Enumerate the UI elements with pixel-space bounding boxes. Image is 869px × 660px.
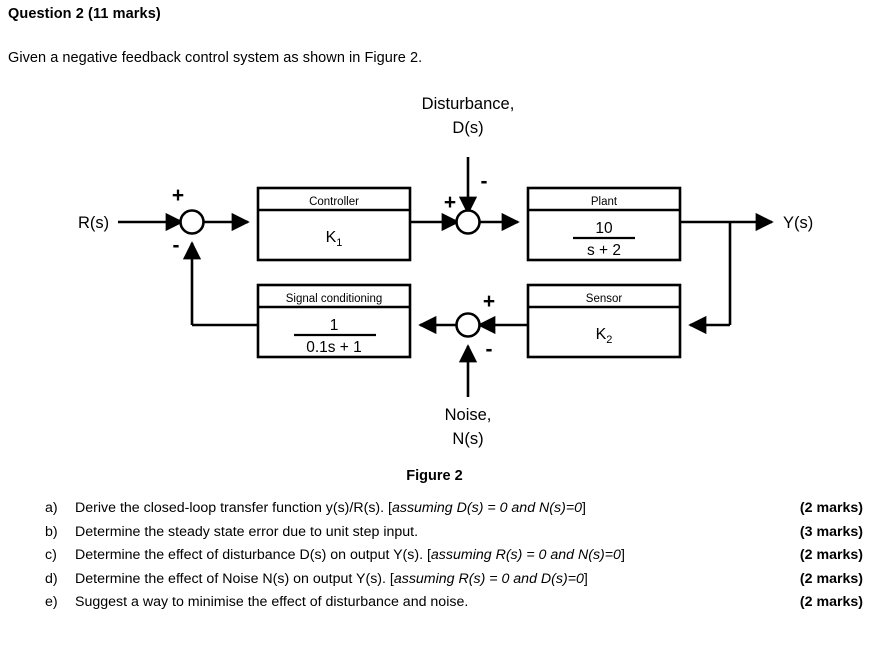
question-text-after: ] [582,500,586,516]
question-marker: a) [45,500,58,516]
block-sensor-body: K2 [596,326,613,346]
question-text: Suggest a way to minimise the effect of … [75,594,468,610]
question-item: c) Determine the effect of disturbance D… [0,547,869,571]
summing-junction-disturbance: + - [444,170,488,235]
block-sensor: Sensor K2 [526,283,682,359]
question-text-after: ] [583,570,588,587]
question-text-italic: assuming R(s) = 0 and D(s)=0 [393,570,584,587]
block-signal-conditioning: Signal conditioning 1 0.1s + 1 [256,283,412,359]
question-item: d) Determine the effect of Noise N(s) on… [0,571,869,595]
block-controller: Controller K1 [256,186,412,262]
summing-junction-noise: + - [455,290,495,361]
question-list: a) Derive the closed-loop transfer funct… [0,500,869,618]
intro-paragraph: Given a negative feedback control system… [8,50,423,66]
sign-disturbance-plus: + [444,191,456,214]
sign-disturbance-minus: - [481,170,488,193]
sign-error-plus: + [172,184,184,207]
label-disturbance-line1: Disturbance, [422,95,515,113]
figure-caption: Figure 2 [406,468,463,484]
question-text-before: Suggest a way to minimise the effect of … [75,594,469,610]
question-text: Derive the closed-loop transfer function… [75,500,586,516]
block-plant-title: Plant [591,196,618,208]
question-marks: (2 marks) [799,570,863,587]
question-marks: (2 marks) [799,594,863,610]
summing-junction-error: + - [172,184,205,257]
block-plant: Plant 10 s + 2 [526,186,682,262]
question-text-before: Determine the steady state error due to … [75,523,419,540]
question-text-before: Determine the effect of disturbance D(s)… [75,547,431,563]
question-text-italic: assuming R(s) = 0 and N(s)=0 [430,547,621,563]
label-noise-line2: N(s) [452,430,483,448]
question-marker: d) [45,570,58,587]
question-marker: e) [45,594,58,610]
block-diagram: Controller K1 Plant 10 s + 2 Signal cond… [0,85,869,460]
question-marker: c) [45,547,57,563]
block-signal-conditioning-title: Signal conditioning [286,293,383,305]
question-text-after: ] [620,547,625,563]
question-text-before: Derive the closed-loop transfer function… [75,500,392,516]
label-output-ys: Y(s) [783,214,813,232]
page-title: Question 2 (11 marks) [8,6,161,22]
label-input-rs: R(s) [78,214,109,232]
block-signal-conditioning-numerator: 1 [330,317,339,334]
block-controller-title: Controller [309,196,359,208]
sign-noise-plus: + [483,290,495,313]
label-disturbance-line2: D(s) [452,119,483,137]
question-item: a) Derive the closed-loop transfer funct… [0,500,869,524]
question-text: Determine the effect of Noise N(s) on ou… [75,571,588,587]
block-signal-conditioning-denominator: 0.1s + 1 [306,339,362,356]
question-text: Determine the effect of disturbance D(s)… [75,547,625,563]
question-marks: (3 marks) [799,523,863,540]
sign-noise-minus: - [486,338,493,361]
question-item: e) Suggest a way to minimise the effect … [0,594,869,618]
question-marks: (2 marks) [799,547,863,563]
question-item: b) Determine the steady state error due … [0,524,869,548]
label-noise-line1: Noise, [445,406,492,424]
block-plant-numerator: 10 [595,220,613,237]
question-text: Determine the steady state error due to … [75,524,418,540]
question-text-before: Determine the effect of Noise N(s) on ou… [75,570,394,587]
sign-error-minus: - [173,234,180,257]
question-marks: (2 marks) [799,500,863,516]
question-text-italic: assuming D(s) = 0 and N(s)=0 [391,500,582,516]
question-marker: b) [45,523,58,540]
block-controller-body: K1 [326,229,343,249]
block-sensor-title: Sensor [586,293,623,305]
block-plant-denominator: s + 2 [587,242,621,259]
